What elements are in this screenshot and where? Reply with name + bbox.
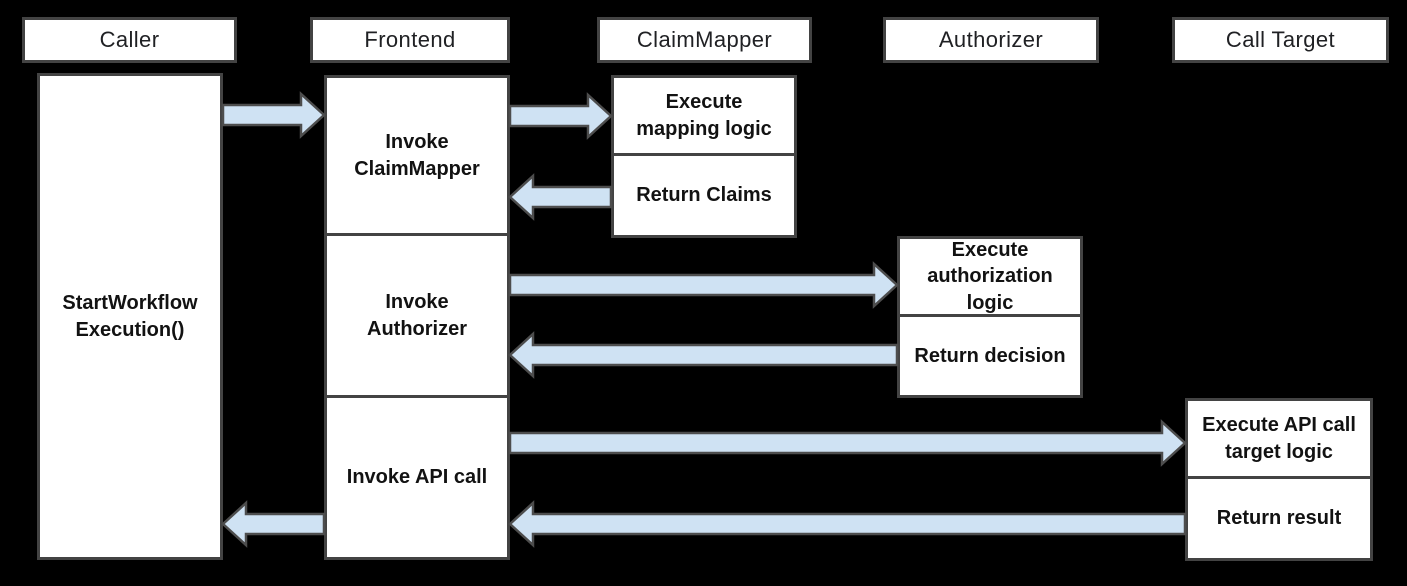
task-execute-authorization-logic: Execute authorization logic — [897, 236, 1083, 317]
task-label-return-result: Return result — [1216, 507, 1342, 530]
actor-label-calltarget: Call Target — [1225, 27, 1336, 52]
task-label-execute-authorization-logic: Execute authorization logic — [927, 238, 1053, 314]
task-label-start-workflow-execution: StartWorkflow Execution() — [62, 292, 198, 341]
claimmapper-task-stack: Execute mapping logic Return Claims — [611, 75, 797, 238]
arrow-frontend-to-authorizer-icon — [508, 261, 899, 309]
arrow-frontend-return-to-caller-icon — [221, 500, 326, 548]
frontend-task-stack: Invoke ClaimMapper Invoke Authorizer Inv… — [324, 75, 510, 560]
task-execute-mapping-logic: Execute mapping logic — [611, 75, 797, 156]
arrow-frontend-to-claimmapper-icon — [508, 92, 613, 140]
arrow-authorizer-return-to-frontend-icon — [508, 331, 899, 379]
arrow-calltarget-return-to-frontend-icon — [508, 500, 1187, 548]
actor-header-caller: Caller — [22, 17, 237, 63]
task-label-invoke-claim-mapper: Invoke ClaimMapper — [354, 131, 480, 180]
task-label-return-decision: Return decision — [914, 344, 1066, 367]
task-invoke-claim-mapper: Invoke ClaimMapper — [324, 75, 510, 236]
task-return-result: Return result — [1185, 476, 1373, 561]
task-label-execute-api-call-target-logic: Execute API call target logic — [1202, 414, 1356, 463]
calltarget-task-stack: Execute API call target logic Return res… — [1185, 398, 1373, 561]
task-return-decision: Return decision — [897, 314, 1083, 398]
task-label-invoke-authorizer: Invoke Authorizer — [367, 291, 467, 340]
task-execute-api-call-target-logic: Execute API call target logic — [1185, 398, 1373, 479]
actor-header-calltarget: Call Target — [1172, 17, 1389, 63]
actor-header-frontend: Frontend — [310, 17, 510, 63]
task-invoke-api-call: Invoke API call — [324, 395, 510, 560]
actor-label-authorizer: Authorizer — [938, 27, 1044, 52]
actor-header-claimmapper: ClaimMapper — [597, 17, 812, 63]
actor-label-caller: Caller — [99, 27, 160, 52]
authorizer-task-stack: Execute authorization logic Return decis… — [897, 236, 1083, 398]
actor-header-authorizer: Authorizer — [883, 17, 1099, 63]
task-label-execute-mapping-logic: Execute mapping logic — [636, 91, 772, 140]
arrow-frontend-to-calltarget-icon — [508, 419, 1187, 467]
actor-label-frontend: Frontend — [364, 27, 456, 52]
task-return-claims: Return Claims — [611, 153, 797, 238]
arrow-caller-to-frontend-icon — [221, 91, 326, 139]
task-start-workflow-execution: StartWorkflow Execution() — [37, 73, 223, 560]
arrow-claimmapper-return-to-frontend-icon — [508, 173, 613, 221]
task-label-invoke-api-call: Invoke API call — [346, 466, 488, 489]
task-invoke-authorizer: Invoke Authorizer — [324, 233, 510, 398]
task-label-return-claims: Return Claims — [636, 184, 772, 207]
actor-label-claimmapper: ClaimMapper — [636, 27, 773, 52]
